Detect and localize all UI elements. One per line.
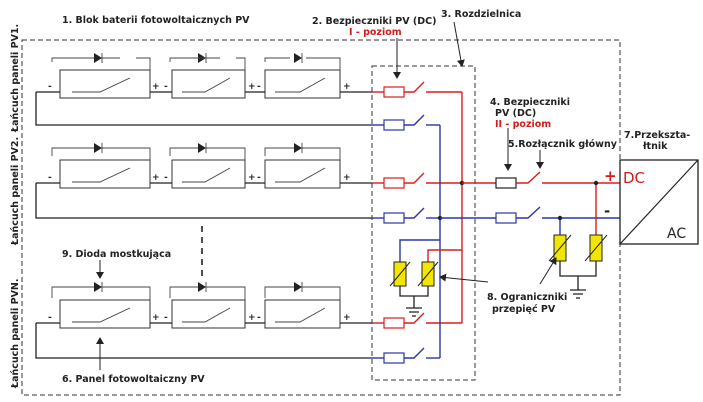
minus-terminal: - xyxy=(164,82,168,92)
arrow-distribution-box xyxy=(453,21,465,67)
minus-terminal: - xyxy=(48,173,52,183)
plus-terminal: + xyxy=(152,82,160,92)
fuse-level1-minus-pv2 xyxy=(372,207,440,224)
converter-plus-sign: + xyxy=(604,167,617,185)
pv-panel xyxy=(264,159,341,189)
fuse-level2-plus xyxy=(495,171,620,189)
fuse-level1-plus-pv1 xyxy=(372,81,462,98)
converter-dc-label: DC xyxy=(623,169,645,187)
minus-terminal: - xyxy=(257,82,261,92)
pv-array-frame xyxy=(21,39,621,396)
pv-panel xyxy=(171,299,246,329)
label-chain-pvn: Łańcuch paneli PVN. xyxy=(10,279,21,389)
label-bypass-diode: 9. Dioda mostkująca xyxy=(62,249,171,260)
label-fuses-level2-a: 4. Bezpieczniki xyxy=(490,97,570,108)
label-fuses-level2-sub: II - poziom xyxy=(495,119,551,130)
plus-terminal: + xyxy=(343,82,351,92)
pv-panel xyxy=(59,159,151,189)
label-distribution-box: 3. Rozdzielnica xyxy=(441,9,521,20)
label-surge-arresters-b: przepięć PV xyxy=(492,304,556,315)
string-pv2: - + - + - + xyxy=(35,143,372,219)
fuse-level1-minus-pv1 xyxy=(372,114,440,131)
minus-terminal: - xyxy=(164,313,168,323)
label-converter-b: łtnik xyxy=(642,141,668,152)
minus-terminal: - xyxy=(48,313,52,323)
bypass-diode xyxy=(294,282,303,292)
minus-terminal: - xyxy=(164,173,168,183)
fuse-level1-plus-pvn xyxy=(372,312,462,329)
distribution-box xyxy=(371,65,476,381)
bypass-diode xyxy=(94,282,103,292)
label-chain-pv2: Łańcuch paneli PV2. xyxy=(10,137,21,246)
label-fuses-level1-sub: I - poziom xyxy=(349,27,402,38)
label-pv-array: 1. Blok baterii fotowoltaicznych PV xyxy=(62,15,250,26)
plus-terminal: + xyxy=(248,173,256,183)
bypass-diode xyxy=(94,143,103,153)
plus-terminal: + xyxy=(248,82,256,92)
label-fuses-level2-b: PV (DC) xyxy=(495,108,536,119)
string-pvn: - + - + - + xyxy=(35,282,372,359)
pv-panel xyxy=(264,299,341,329)
plus-terminal: + xyxy=(152,173,160,183)
fuse-level1-plus-pv2 xyxy=(372,172,462,189)
fuse-level2-minus xyxy=(495,206,620,224)
bypass-diode xyxy=(180,53,220,63)
label-surge-arresters-a: 8. Ograniczniki xyxy=(487,292,567,303)
pv-panel xyxy=(171,159,246,189)
plus-terminal: + xyxy=(343,173,351,183)
minus-terminal: - xyxy=(257,173,261,183)
plus-terminal: + xyxy=(152,313,160,323)
pv-panel xyxy=(59,299,151,329)
arrow-surge-main xyxy=(539,257,557,285)
label-pv-panel: 6. Panel fotowoltaiczny PV xyxy=(62,374,205,385)
pv-panel xyxy=(171,69,246,99)
bypass-diode xyxy=(88,53,120,63)
bypass-diode xyxy=(270,53,303,63)
label-chain-pv1: Łańcuch paneli PV1. xyxy=(10,24,21,133)
converter-minus-sign: - xyxy=(604,202,610,220)
surge-arrester-main xyxy=(548,180,608,299)
string-pv1: - + - + - + xyxy=(35,53,372,126)
minus-terminal: - xyxy=(48,82,52,92)
pv-panel xyxy=(59,69,151,99)
dc-ac-converter: DC AC xyxy=(619,159,699,245)
converter-ac-label: AC xyxy=(667,226,686,242)
pv-panel xyxy=(264,69,341,99)
surge-arrester-box xyxy=(389,239,462,317)
bypass-diode xyxy=(294,143,303,153)
minus-terminal: - xyxy=(257,313,261,323)
label-main-switch: 5.Rozłącznik główny xyxy=(508,139,618,150)
arrow-surge-box xyxy=(439,273,489,283)
plus-terminal: + xyxy=(248,313,256,323)
label-fuses-level1: 2. Bezpieczniki PV (DC) xyxy=(312,16,436,27)
label-converter-a: 7.Przekszta- xyxy=(624,130,690,141)
plus-terminal: + xyxy=(343,313,351,323)
bypass-diode xyxy=(198,282,207,292)
bypass-diode xyxy=(198,143,207,153)
fuse-level1-minus-pvn xyxy=(372,347,440,364)
